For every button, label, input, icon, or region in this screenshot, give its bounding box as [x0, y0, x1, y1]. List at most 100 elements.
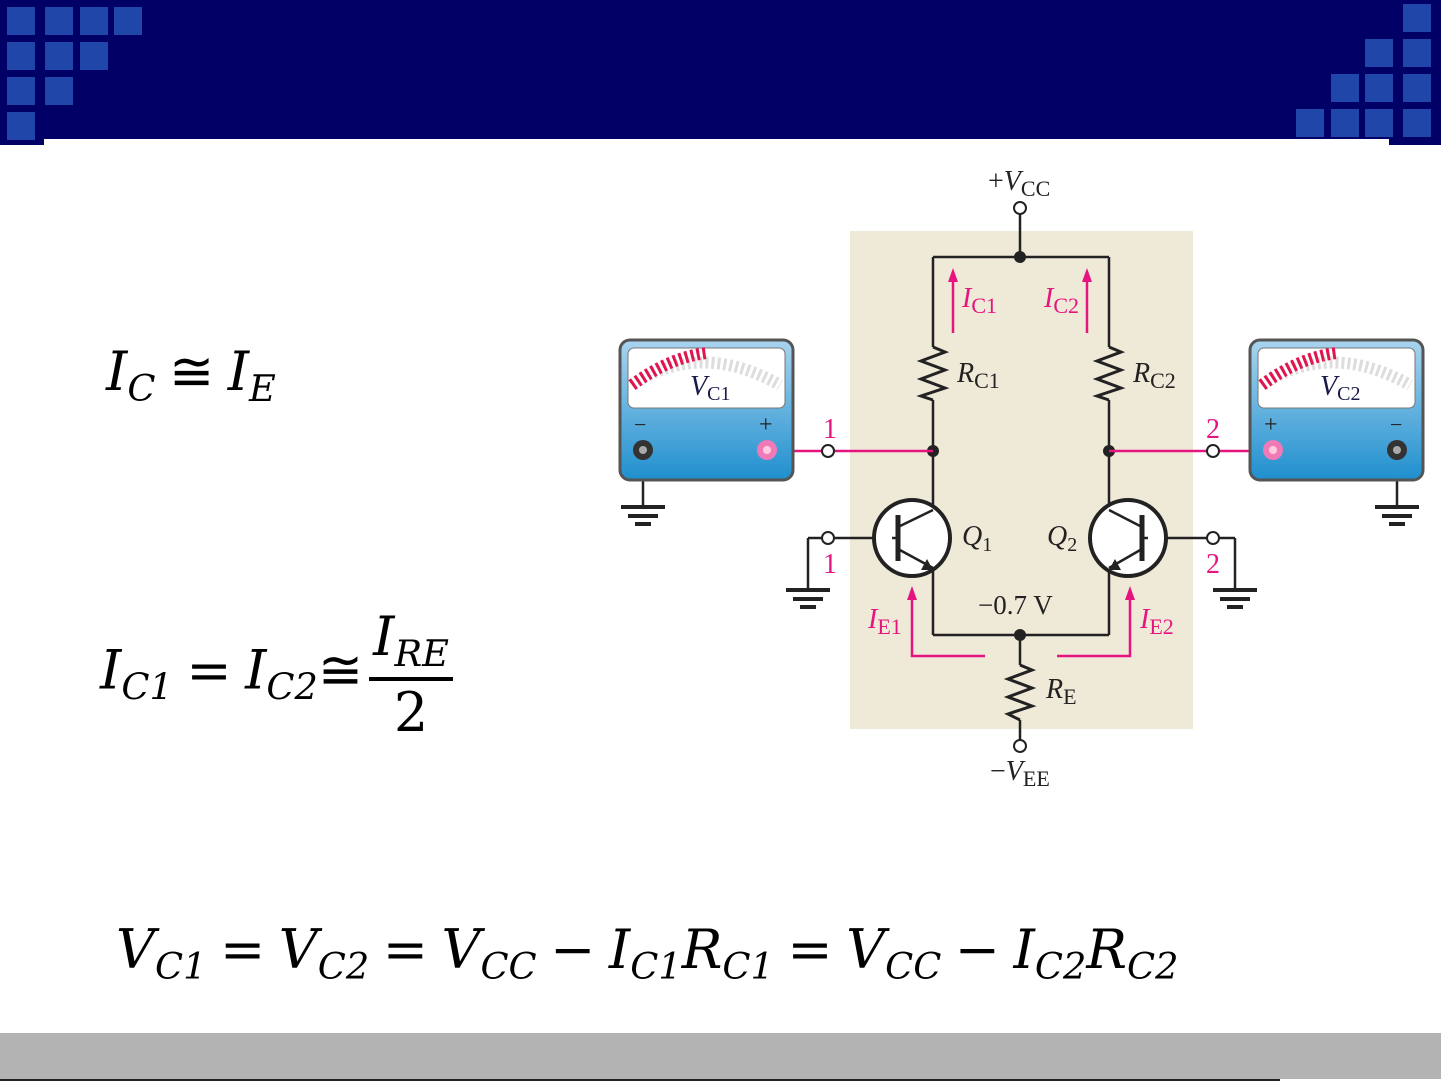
deco-square [1365, 39, 1393, 67]
eq-operator: = [186, 638, 232, 702]
eq-term: V [441, 918, 481, 981]
label-input-1: 1 [823, 549, 837, 580]
arrow-heads [907, 268, 1135, 600]
label-ie1: IE1 [867, 604, 902, 639]
eq-sub: C1 [121, 665, 173, 709]
deco-square [1403, 109, 1431, 137]
eq-term: I [1013, 918, 1035, 981]
label-q1: Q1 [962, 521, 992, 556]
resistor-rc1 [916, 345, 950, 402]
eq-sub: C [127, 367, 156, 411]
deco-square [45, 77, 73, 105]
eq-operator: = [219, 918, 266, 981]
label-vcc: +VCC [988, 166, 1050, 201]
eq-denominator: 2 [393, 681, 429, 745]
deco-square [1365, 109, 1393, 137]
eq-sub: C1 [722, 945, 774, 989]
circuit-panel-background [850, 231, 1193, 729]
voltmeter-vc1: VC1 − + [618, 338, 795, 482]
svg-text:VC1: VC1 [690, 371, 730, 405]
eq-operator: − [954, 918, 1001, 981]
equation-collector-voltages: VC1=VC2=VCC−IC1RC1=VCC−IC2RC2 [116, 918, 1179, 988]
eq-term: R [1086, 918, 1128, 981]
deco-square [1331, 74, 1359, 102]
label-q2: Q2 [1047, 521, 1077, 556]
deco-square [7, 7, 35, 35]
eq-operator: = [382, 918, 428, 981]
resistor-rc2 [1092, 345, 1126, 402]
eq-sub: C2 [266, 665, 318, 709]
svg-text:+: + [759, 412, 773, 438]
svg-text:−: − [1390, 412, 1402, 437]
eq-term: I [608, 918, 631, 981]
eq-operator: ≅ [317, 638, 364, 702]
eq-operator: − [550, 918, 596, 981]
deco-square [7, 77, 35, 105]
slide-footer-bar [0, 1033, 1441, 1079]
svg-text:−: − [634, 412, 646, 437]
deco-square [80, 7, 108, 35]
deco-square [45, 7, 73, 35]
eq-term: I [106, 340, 128, 403]
eq-term: V [116, 918, 155, 981]
equation-ic-approx-ie: IC≅IE [106, 340, 276, 410]
resistor-re [1003, 663, 1037, 722]
eq-sub: C1 [630, 945, 682, 989]
eq-term: R [681, 918, 723, 981]
eq-term: I [227, 340, 250, 403]
eq-sub: CC [480, 945, 537, 989]
eq-numerator: IRE [369, 605, 453, 682]
label-output-1: 1 [823, 414, 837, 445]
label-input-2: 2 [1206, 549, 1220, 580]
slide-header-bar [0, 0, 1441, 139]
label-rc2: RC2 [1132, 358, 1176, 393]
current-arrows [910, 280, 1132, 658]
eq-sub: C2 [1034, 945, 1087, 989]
svg-text:VC2: VC2 [1320, 371, 1360, 405]
label-output-2: 2 [1206, 414, 1220, 445]
voltmeter-vc2: VC2 + − [1248, 338, 1425, 482]
label-rc1: RC1 [956, 358, 1000, 393]
eq-operator: = [787, 918, 833, 981]
deco-square [1331, 109, 1359, 137]
terminals [821, 201, 1220, 753]
header-edge-right [1389, 139, 1441, 145]
circuit-labels: +VCC −VEE RC1 RC2 RE Q1 Q2 −0.7 V [956, 166, 1176, 791]
eq-term: I [245, 638, 267, 702]
eq-term: V [846, 918, 886, 981]
eq-sub: C1 [155, 945, 207, 989]
eq-operator: ≅ [168, 340, 215, 403]
eq-sub: RE [394, 632, 449, 676]
deco-square [1403, 74, 1431, 102]
svg-text:+: + [1264, 412, 1278, 438]
footer-line [0, 1079, 1280, 1081]
transistor-q2 [1088, 498, 1168, 578]
deco-square [45, 42, 73, 70]
eq-term: I [373, 605, 395, 668]
eq-sub: CC [885, 945, 942, 989]
eq-sub: E [249, 367, 276, 411]
deco-square [80, 42, 108, 70]
label-ic2: IC2 [1043, 283, 1079, 318]
eq-sub: C2 [1127, 945, 1179, 989]
deco-square [1365, 74, 1393, 102]
eq-sub: C2 [317, 945, 370, 989]
deco-square [7, 112, 35, 140]
label-ic1: IC1 [961, 283, 997, 318]
eq-term: I [100, 638, 122, 702]
deco-square [7, 42, 35, 70]
deco-square [1296, 109, 1324, 137]
ground-icons [621, 505, 1419, 609]
label-vee: −VEE [990, 756, 1050, 791]
pink-labels: IC1 IC2 IE1 IE2 1 1 2 2 [823, 283, 1220, 639]
label-ie2: IE2 [1139, 604, 1174, 639]
header-edge-left [0, 139, 44, 145]
deco-square [1403, 4, 1431, 32]
clip-mask [985, 786, 1055, 796]
label-emitter-voltage: −0.7 V [978, 590, 1053, 620]
label-re: RE [1045, 674, 1077, 709]
deco-square [1403, 39, 1431, 67]
